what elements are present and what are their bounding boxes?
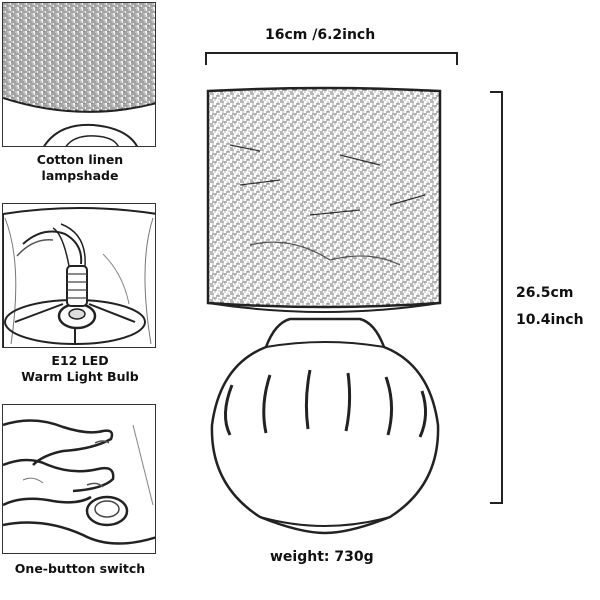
bulb-feature-image — [2, 203, 156, 348]
height-label-cm: 26.5cm — [516, 285, 574, 301]
lampshade-shape — [206, 86, 442, 313]
bulb-icon — [3, 204, 155, 347]
switch-caption: One-button switch — [0, 561, 160, 577]
height-label-inch: 10.4inch — [516, 312, 584, 328]
lamp-drawing — [206, 86, 442, 535]
shade-caption: Cotton linen lampshade — [0, 152, 160, 184]
hand-switch-icon — [3, 405, 155, 553]
height-dimension-line — [490, 91, 503, 504]
bulb-caption-line-2: Warm Light Bulb — [21, 369, 139, 384]
shade-feature-image — [2, 2, 156, 147]
linen-texture-icon — [3, 3, 155, 146]
shade-caption-line-1: Cotton linen — [36, 152, 124, 167]
bulb-caption: E12 LED Warm Light Bulb — [0, 353, 160, 385]
bulb-caption-line-1: E12 LED — [51, 353, 109, 368]
switch-caption-line-1: One-button switch — [14, 561, 146, 576]
ceramic-base-shape — [210, 317, 440, 535]
width-dimension-line — [205, 52, 458, 65]
switch-feature-image — [2, 404, 156, 554]
shade-caption-line-2: lampshade — [41, 168, 119, 183]
weight-label: weight: 730g — [270, 549, 374, 565]
width-label: 16cm /6.2inch — [265, 27, 376, 43]
